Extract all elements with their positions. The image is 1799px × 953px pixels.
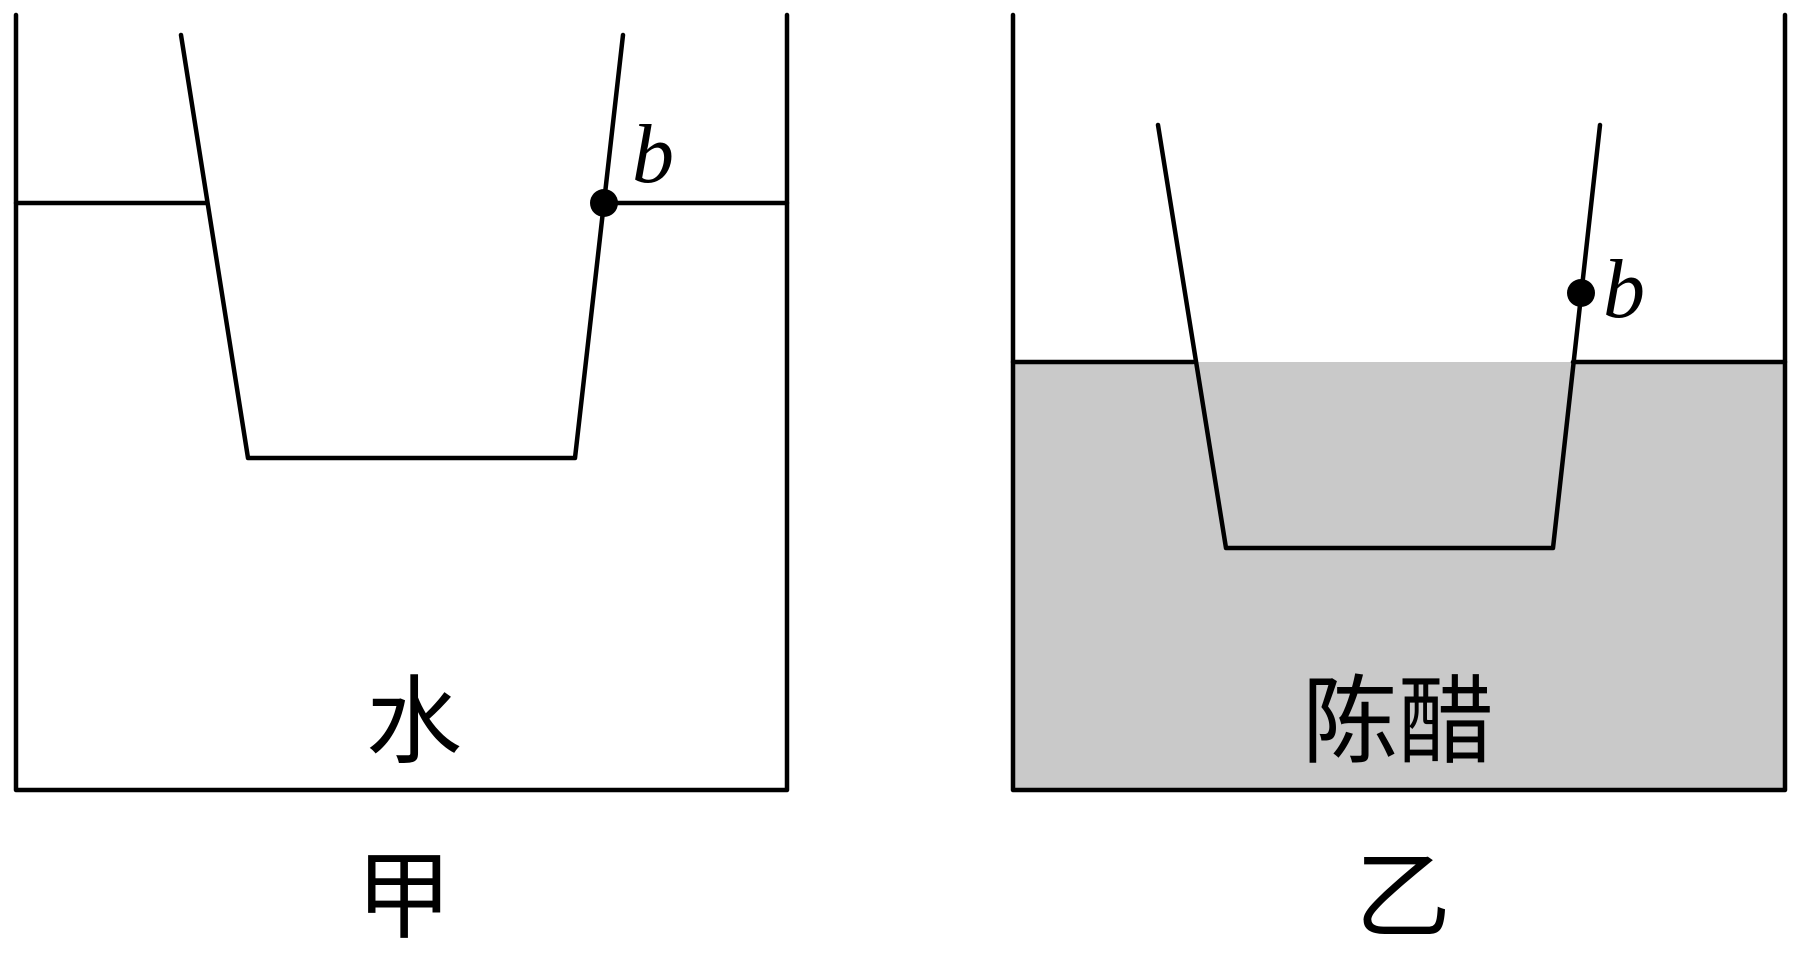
panel-jia: b 水 甲 xyxy=(13,12,790,953)
point-b-marker-right xyxy=(1567,279,1595,307)
trough-left xyxy=(178,32,626,461)
trough-interior xyxy=(1193,362,1573,548)
container-left xyxy=(13,12,790,793)
point-b-label-left: b xyxy=(632,108,674,201)
container-right xyxy=(1010,12,1788,793)
trough-right xyxy=(1155,122,1603,551)
caption-jia: 甲 xyxy=(356,841,452,953)
liquid-label-water: 水 xyxy=(366,666,462,778)
caption-yi: 乙 xyxy=(1355,841,1451,953)
point-b-label-right: b xyxy=(1603,243,1645,336)
liquid-label-vinegar: 陈醋 xyxy=(1302,666,1494,778)
water-fill xyxy=(16,203,787,790)
panel-yi: b 陈醋 乙 xyxy=(1010,12,1788,953)
point-b-marker xyxy=(590,189,618,217)
